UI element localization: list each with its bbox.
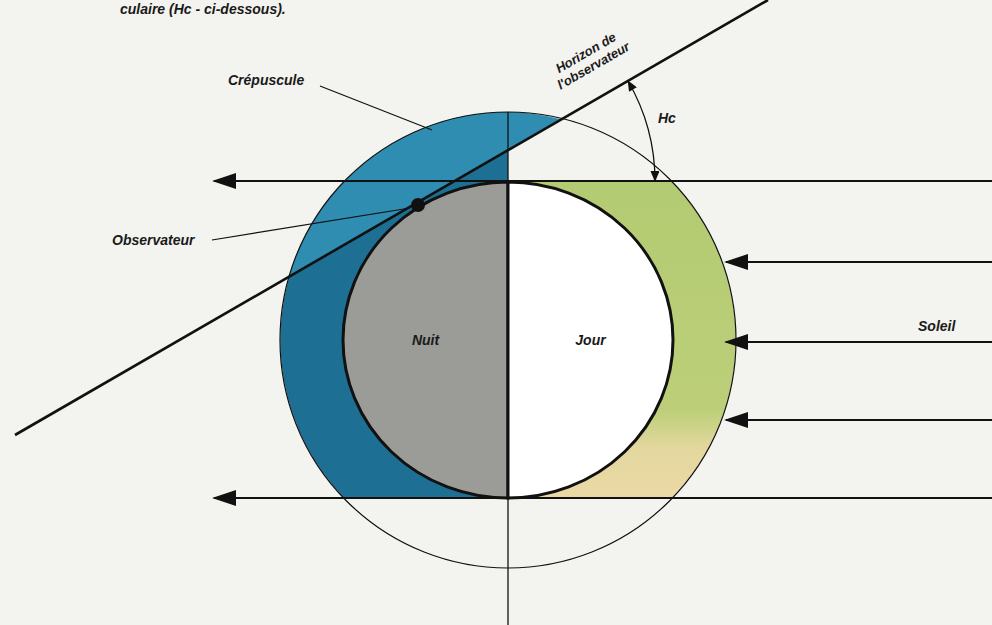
sun-ray: [214, 180, 992, 182]
angle-label: Hc: [658, 110, 676, 126]
sun-ray: [214, 497, 992, 499]
leader-line: [320, 86, 432, 130]
region-label: Jour: [575, 332, 605, 348]
observer-dot: [411, 198, 425, 212]
sun-ray: [726, 419, 992, 421]
angle-arc: [628, 81, 655, 181]
caption-fragment: culaire (Hc - ci-dessous).: [120, 1, 286, 17]
region-label: Nuit: [412, 332, 439, 348]
lit-atmosphere: [508, 182, 736, 498]
earth-half-outline: [343, 182, 508, 498]
earth-half-outline: [508, 182, 673, 498]
day-half: Jour: [508, 182, 673, 498]
sun-ray: [726, 261, 992, 263]
leader-line: [212, 208, 410, 240]
region-label: Crépuscule: [228, 72, 304, 88]
source-label: Soleil: [918, 318, 955, 334]
sun-ray: [726, 341, 992, 343]
point-label: Observateur: [112, 232, 194, 248]
line-label: Horizon de l'observateur: [531, 18, 648, 103]
night-half: Nuit: [343, 182, 508, 498]
